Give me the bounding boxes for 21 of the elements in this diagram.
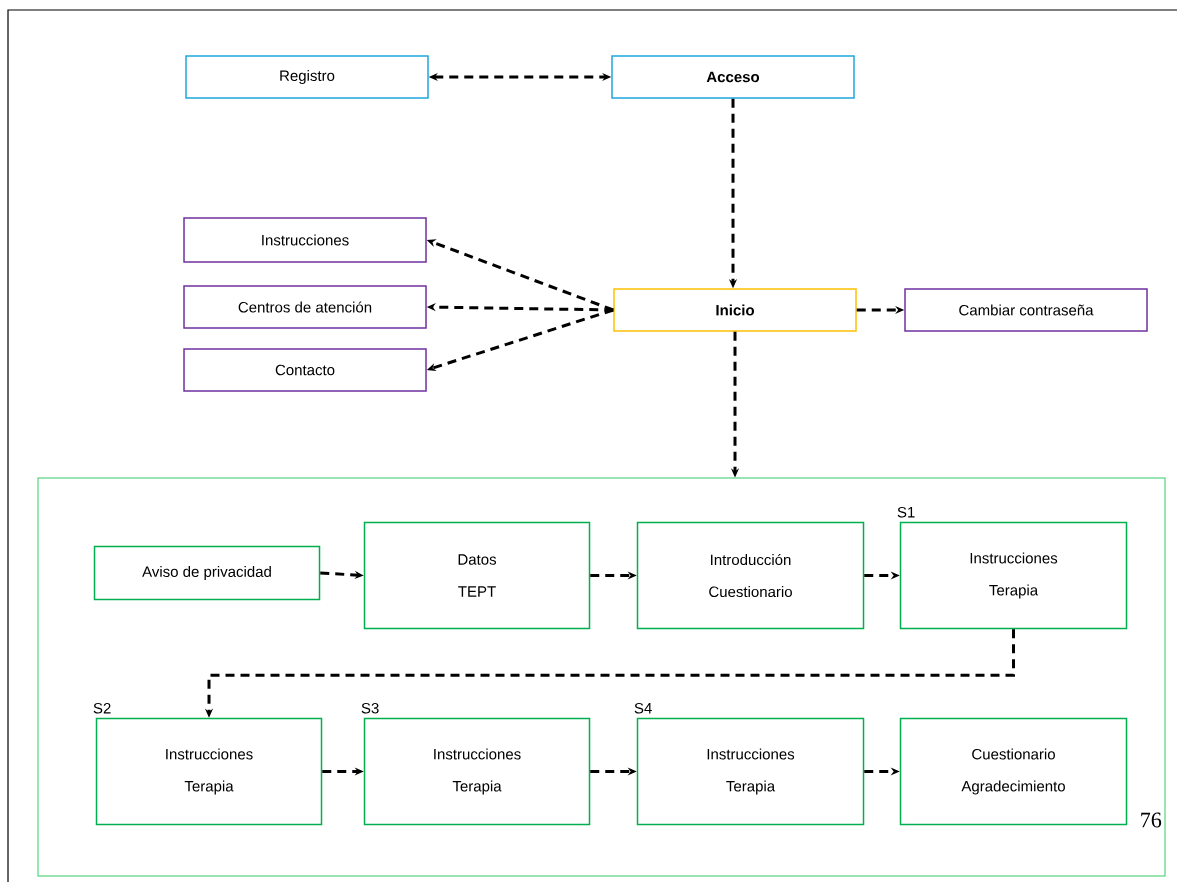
- step-label: S4: [634, 702, 652, 714]
- page-number: 76: [1141, 812, 1162, 828]
- process-box: Instrucciones Terapia: [899, 521, 1128, 630]
- process-box: Instrucciones Terapia: [95, 717, 323, 826]
- group-frame: [37, 477, 1166, 877]
- process-box: Inicio: [613, 288, 857, 332]
- process-box: Instrucciones Terapia: [636, 717, 865, 826]
- process-box: Centros de atención: [183, 285, 427, 329]
- process-box: Aviso de privacidad: [93, 545, 321, 601]
- step-label: S3: [361, 702, 379, 714]
- process-box: Registro: [185, 55, 429, 99]
- process-box: Instrucciones: [183, 217, 427, 263]
- process-box: Cambiar contraseña: [904, 288, 1148, 332]
- step-label: S2: [93, 702, 111, 714]
- process-box: Cuestionario Agradecimiento: [899, 717, 1128, 826]
- process-box: Acceso: [611, 55, 855, 99]
- process-box: Contacto: [183, 348, 427, 392]
- process-box: Instrucciones Terapia: [363, 717, 591, 826]
- step-label: S1: [897, 506, 915, 518]
- process-box: Datos TEPT: [363, 521, 591, 630]
- process-box: Introducción Cuestionario: [636, 521, 865, 630]
